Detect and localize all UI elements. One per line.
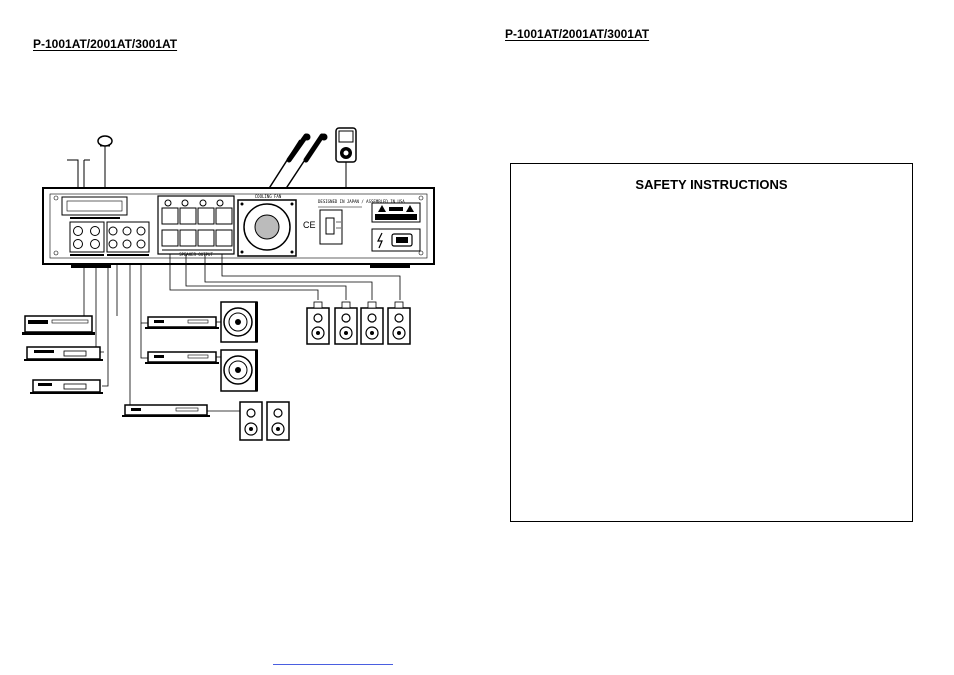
speaker-icon: [239, 401, 263, 441]
page-right-model-title: P-1001AT/2001AT/3001AT: [505, 27, 650, 41]
dvd-player-icon: [24, 346, 103, 361]
power-amplifier-icon: [145, 351, 222, 364]
speaker-icon: [334, 301, 358, 345]
safety-instructions-box: SAFETY INSTRUCTIONS: [510, 163, 913, 522]
power-amplifier-icon: [145, 316, 222, 329]
subwoofer-icon: [220, 349, 258, 392]
cd-player-icon: [22, 315, 95, 335]
speaker-icon: [266, 401, 290, 441]
speaker-icon: [387, 301, 411, 345]
safety-instructions-heading: SAFETY INSTRUCTIONS: [635, 177, 788, 192]
page-left-model-title: P-1001AT/2001AT/3001AT: [33, 37, 178, 51]
rating-label-lines: DESIGNED IN JAPAN / ASSEMBLED IN USA: [318, 199, 405, 208]
cooling-fan: COOLING FAN: [237, 194, 297, 257]
tuner-icon: [30, 379, 103, 394]
cooling-fan-label: COOLING FAN: [255, 194, 282, 199]
footer-link[interactable]: [273, 652, 393, 665]
speaker-cables: [169, 254, 401, 300]
warning-label: [371, 202, 421, 223]
input-jacks: [69, 221, 150, 256]
made-in-label: DESIGNED IN JAPAN / ASSEMBLED IN USA: [318, 199, 405, 204]
speaker-output-label: SPEAKER OUTPUT: [179, 252, 213, 257]
speaker-output-terminals: SPEAKER OUTPUT: [157, 195, 235, 257]
power-switch: [319, 209, 343, 245]
amplifier-rear-panel: SPEAKER OUTPUT COOLING FAN CE DESIGNED I…: [42, 187, 435, 268]
ac-power-inlet: [371, 228, 421, 252]
antenna-terminal: [61, 196, 128, 219]
power-amplifier-icon: [122, 404, 240, 417]
microphone-icon: [267, 133, 311, 191]
speaker-icon: [360, 301, 384, 345]
ce-mark: CE: [303, 220, 316, 230]
speaker-icon: [306, 301, 330, 345]
subwoofer-icon: [220, 301, 258, 343]
microphone-icon: [284, 133, 328, 191]
mp3-player-icon: [335, 127, 357, 192]
